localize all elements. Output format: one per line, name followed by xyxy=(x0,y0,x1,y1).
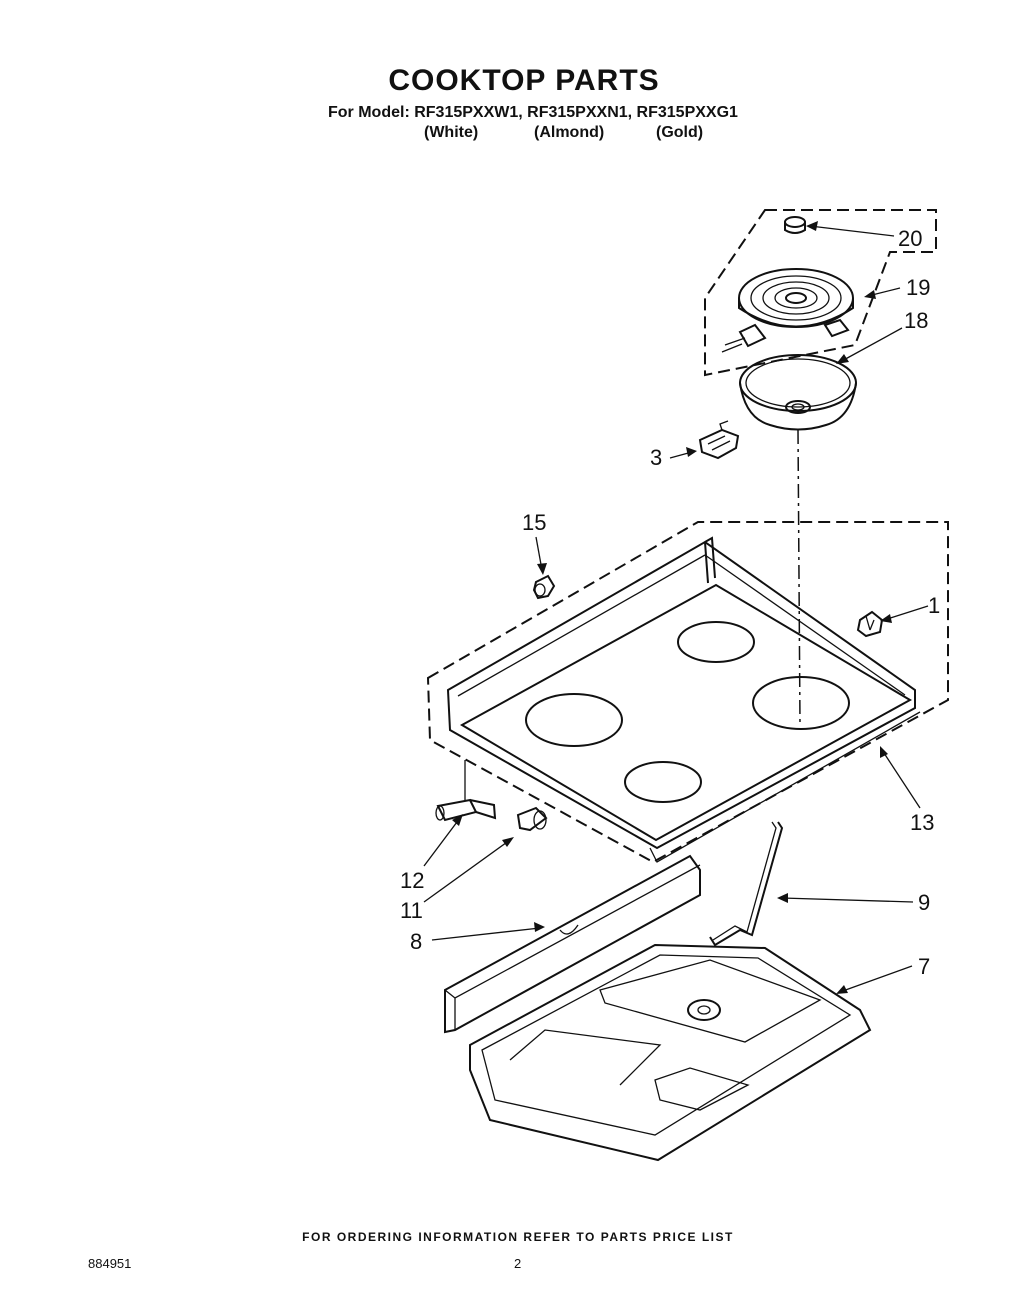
callout-15: 15 xyxy=(522,510,546,535)
callout-20: 20 xyxy=(898,226,922,251)
part-8-front-rail xyxy=(444,854,701,1034)
callout-8: 8 xyxy=(410,929,422,954)
part-3-terminal-block xyxy=(698,420,740,460)
element-group-boundary xyxy=(704,209,937,377)
page-title: COOKTOP PARTS xyxy=(388,64,660,97)
part-1-bracket xyxy=(856,610,884,638)
callout-1: 1 xyxy=(928,593,940,618)
model-line: For Model: RF315PXXW1, RF315PXXN1, RF315… xyxy=(328,104,738,122)
part-20-cap xyxy=(784,216,806,234)
page-number: 2 xyxy=(514,1256,522,1271)
color-white: (White) xyxy=(424,124,479,141)
model-almond: RF315PXXN1, xyxy=(527,104,633,121)
part-7-bottom-tray xyxy=(469,943,872,1162)
callout-13: 13 xyxy=(910,810,934,835)
color-gold: (Gold) xyxy=(656,124,704,141)
cooktop-group-boundary xyxy=(426,521,949,864)
callout-19: 19 xyxy=(906,275,930,300)
callout-11: 11 xyxy=(400,898,423,923)
part-9-rod xyxy=(709,821,784,947)
callout-9: 9 xyxy=(918,890,930,915)
part-19-surface-element xyxy=(721,268,854,353)
part-15-clip xyxy=(532,574,556,600)
color-almond: (Almond) xyxy=(534,124,605,141)
callout-18: 18 xyxy=(904,308,928,333)
callout-7: 7 xyxy=(918,954,930,979)
part-11-hinge-pin xyxy=(516,806,548,832)
callout-3: 3 xyxy=(650,445,662,470)
model-white: RF315PXXW1, xyxy=(414,104,523,121)
ordering-info-note: FOR ORDERING INFORMATION REFER TO PARTS … xyxy=(302,1230,734,1244)
part-18-drip-bowl xyxy=(739,354,857,431)
callout-12: 12 xyxy=(400,868,424,893)
element-axis-line xyxy=(797,429,801,726)
model-gold: RF315PXXG1 xyxy=(636,104,738,121)
leader-lines xyxy=(423,221,929,994)
model-prefix: For Model: xyxy=(328,104,410,121)
document-number: 884951 xyxy=(88,1256,132,1271)
part-12-hinge xyxy=(435,798,497,822)
part-13-cooktop xyxy=(446,536,921,863)
